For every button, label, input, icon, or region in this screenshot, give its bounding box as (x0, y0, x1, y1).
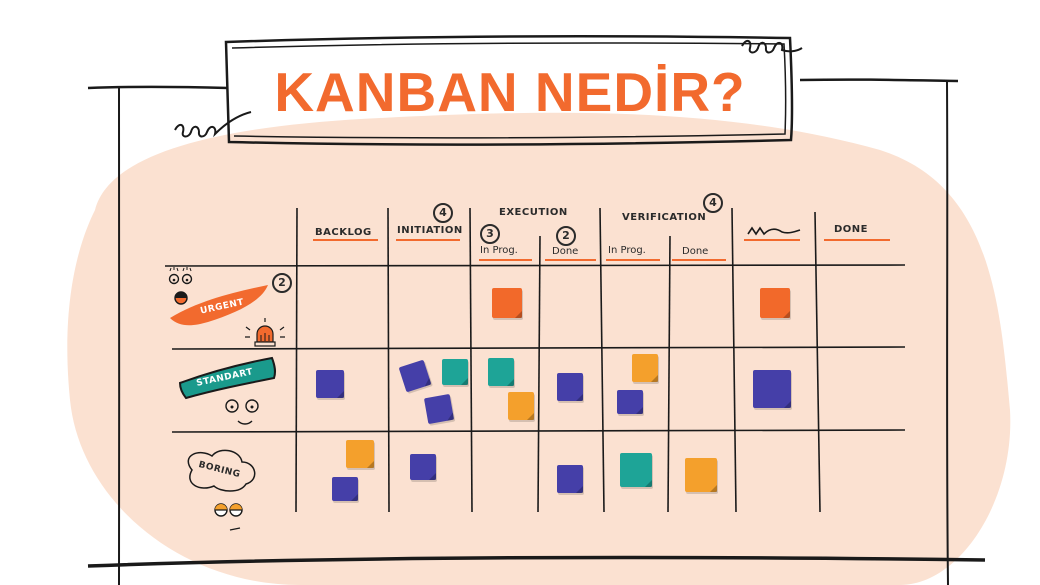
frame-top-right-line (799, 78, 959, 83)
wip-limit-exec-in-prog: 3 (480, 224, 500, 244)
title-box (224, 35, 794, 146)
column-header-initiation: INITIATION (397, 225, 463, 236)
wavy-squiggle-icon (747, 226, 801, 236)
card-standart-initiation-3 (423, 393, 455, 425)
title-box-inner (231, 42, 787, 139)
card-boring-ver-in-prog (620, 453, 652, 487)
card-boring-exec-done (557, 465, 583, 493)
card-standart-exec-done (557, 373, 583, 401)
subcolumn-ver-in-prog: In Prog. (608, 245, 646, 256)
surprised-face-icon (168, 267, 193, 305)
card-standart-wavy (753, 370, 791, 408)
urgent-brush (170, 285, 268, 326)
frame-right-line (946, 81, 949, 585)
wip-limit-verification: 4 (703, 193, 723, 213)
column-header-backlog: BACKLOG (315, 227, 372, 238)
card-boring-initiation (410, 454, 436, 480)
frame-bottom-line (87, 555, 986, 568)
card-standart-backlog (316, 370, 344, 398)
standart-badge (178, 356, 277, 400)
card-standart-exec-in-prog-2 (508, 392, 534, 420)
card-standart-exec-in-prog-1 (488, 358, 514, 386)
card-boring-ver-done (685, 458, 717, 492)
column-header-verification: VERIFICATION (622, 212, 707, 223)
card-boring-backlog-1 (346, 440, 374, 468)
wip-limit-exec-done: 2 (556, 226, 576, 246)
column-header-done: DONE (834, 224, 869, 235)
title-swirl-right (741, 40, 803, 54)
column-header-execution: EXECUTION (499, 207, 568, 218)
frame-left-line (117, 87, 121, 585)
title-swirl-left (174, 111, 252, 138)
card-standart-ver-in-prog-2 (617, 390, 643, 414)
card-boring-backlog-2 (332, 477, 358, 501)
subcolumn-exec-in-prog: In Prog. (480, 245, 518, 256)
card-standart-initiation-2 (442, 359, 468, 385)
neutral-face-icon (225, 399, 259, 425)
frame-top-left-line (87, 85, 229, 90)
card-urgent-wavy (760, 288, 790, 318)
siren-icon (245, 318, 285, 347)
boring-cloud (187, 449, 256, 492)
subcolumn-exec-done: Done (552, 246, 579, 257)
wip-limit-initiation: 4 (433, 203, 453, 223)
card-urgent-exec-in-prog (492, 288, 522, 318)
wip-limit-urgent: 2 (272, 273, 292, 293)
subcolumn-ver-done: Done (682, 246, 709, 257)
page-title: KANBAN NEDİR? (274, 61, 746, 123)
sleepy-face-icon (214, 503, 243, 531)
card-standart-ver-in-prog-1 (632, 354, 658, 382)
